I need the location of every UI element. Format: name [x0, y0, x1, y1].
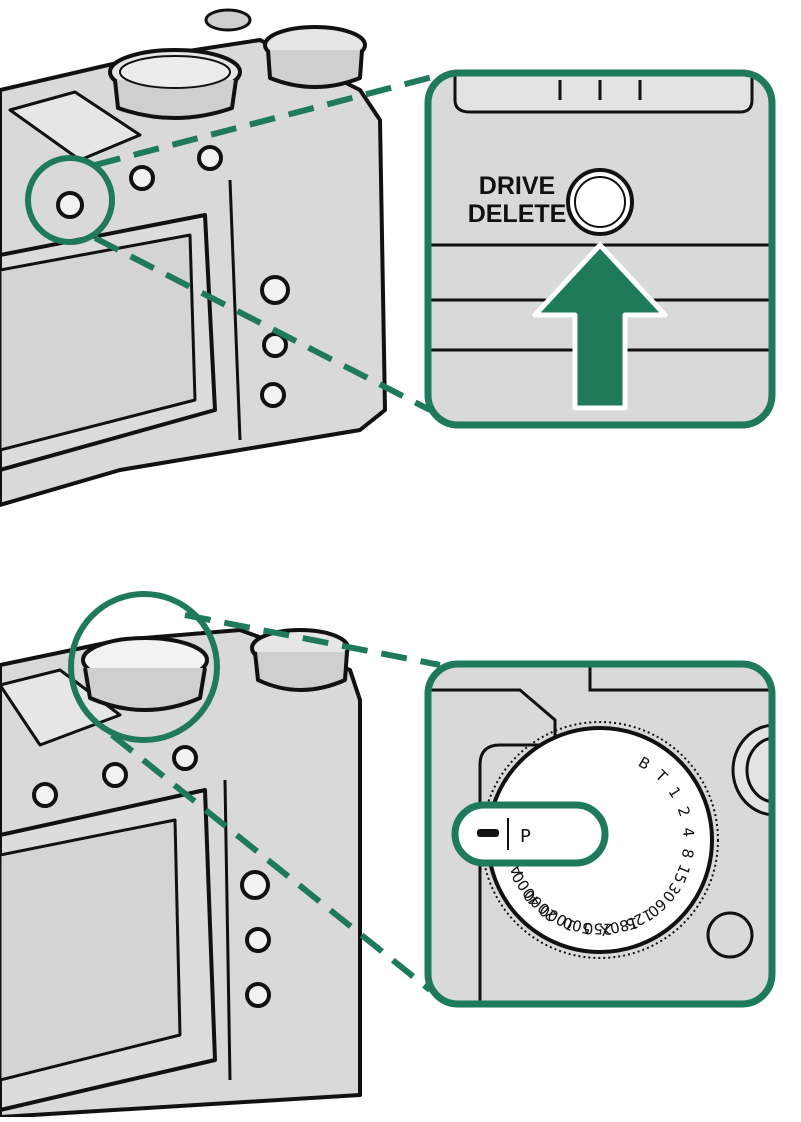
arrow-up-icon: [532, 242, 668, 411]
drive-delete-button-small: [56, 191, 84, 219]
dial-label: 15: [670, 862, 694, 887]
callout-top: [25, 72, 441, 413]
mode-label: P: [520, 826, 531, 847]
mode-indicator: P: [451, 801, 609, 867]
shutter-dial-bottom: [81, 636, 209, 712]
zoom-panel-drive-button: DRIVE DELETE: [424, 69, 776, 429]
dial-label: 4: [679, 827, 698, 838]
camera-top-illustration: [0, 8, 387, 507]
callout-bottom: [68, 591, 441, 993]
button-label-delete: DELETE: [468, 200, 567, 228]
shutter-dial-top: [108, 48, 242, 120]
button-label-drive: DRIVE: [479, 172, 555, 200]
exposure-dial-bottom: [250, 628, 350, 692]
camera-bottom-illustration: [0, 628, 362, 1119]
dial-label: 250: [584, 919, 613, 938]
dial-label: 8: [678, 847, 697, 859]
exposure-dial-top: [263, 25, 367, 89]
